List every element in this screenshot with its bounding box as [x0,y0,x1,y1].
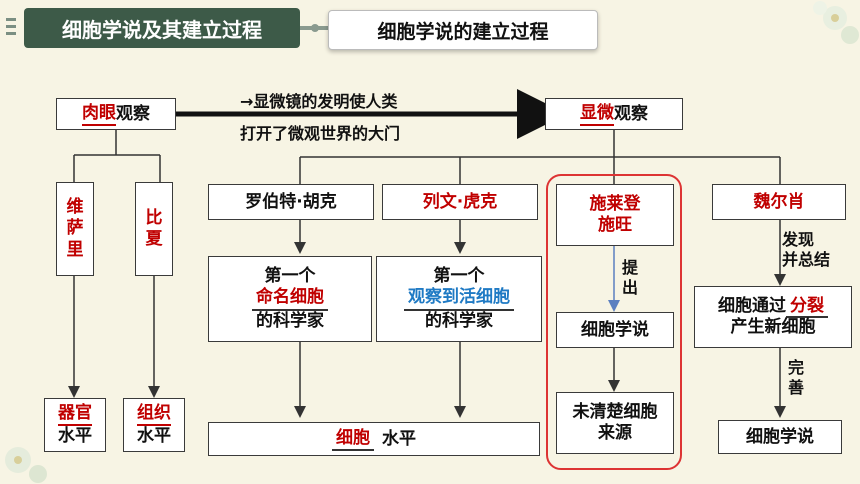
proposed-char: 出 [622,278,639,297]
hooke-name: 罗伯特·胡克 [245,191,337,212]
virchow-box: 魏尔肖 [712,184,846,220]
observation-label: 观察 [614,103,648,124]
summarized-line: 并总结 [782,250,831,269]
named-cell-label: 命名细胞 [252,287,328,311]
leeuwenhoek-achievement-box: 第一个 观察到活细胞 的科学家 [376,256,542,342]
microscope-invention-line2: 打开了微观世界的大门 [240,124,401,143]
perfected-char: 善 [788,378,805,397]
flower-decoration-bottom-left [5,447,47,483]
unclear-line2: 来源 [598,423,632,443]
cell-level-box: 细胞 水平 [208,422,540,456]
tissue-level-box: 组织 水平 [123,398,185,452]
naked-eye-label: 肉眼 [82,102,116,127]
bichat-char: 夏 [145,229,163,249]
section-title: 细胞学说及其建立过程 [24,8,300,48]
first-label: 第一个 [433,266,485,287]
flower-decoration-top-right [813,1,859,44]
cell-theory-label: 细胞学说 [746,426,814,447]
schwann-name: 施旺 [598,215,632,235]
observed-living-cell-label: 观察到活细胞 [404,287,514,311]
organ-level-box: 器官 水平 [44,398,106,452]
observation-label: 观察 [116,103,150,124]
schleiden-name: 施莱登 [589,193,641,214]
cell-theory-label: 细胞学说 [581,319,649,340]
cell-theory-box-virchow: 细胞学说 [718,420,842,454]
hooke-achievement-box: 第一个 命名细胞 的科学家 [208,256,372,342]
level-label: 水平 [137,426,171,446]
virchow-name: 魏尔肖 [753,191,805,212]
cell-theory-box-schleiden: 细胞学说 [556,312,674,348]
header-menu-icon [6,18,16,35]
organ-label: 器官 [58,403,92,426]
microscope-invention-line1: →显微镜的发明使人类 [240,92,398,111]
level-label: 水平 [382,428,416,449]
vesalius-char: 维 [66,197,84,218]
cell-division-box: 细胞通过分裂 产生新细胞 [694,286,852,348]
vesalius-char: 里 [66,239,84,260]
division-label: 分裂 [786,295,828,318]
microscope-label: 显微 [580,102,614,127]
proposed-char: 提 [622,258,639,277]
bichat-box: 比 夏 [135,182,173,276]
proposed-label: 提 出 [622,258,638,298]
section-subtitle: 细胞学说的建立过程 [328,10,598,50]
leeuwenhoek-box: 列文·虎克 [382,184,538,220]
new-cell-label: 产生新细胞 [730,317,816,337]
microscope-observation-box: 显微 观察 [545,98,683,130]
first-label: 第一个 [264,266,316,287]
unclear-line1: 未清楚细胞 [572,401,658,422]
cell-label: 细胞 [332,427,374,452]
perfected-char: 完 [788,358,805,377]
schleiden-schwann-box: 施莱登 施旺 [556,184,674,246]
vesalius-char: 萨 [66,218,84,239]
scientist-label: 的科学家 [425,310,493,331]
vesalius-box: 维 萨 里 [56,182,94,276]
division-prefix: 细胞通过 [718,295,786,316]
header-connector-icon [300,24,330,32]
naked-eye-observation-box: 肉眼 观察 [56,98,176,130]
perfected-label: 完 善 [788,358,804,398]
leeuwenhoek-name: 列文·虎克 [422,191,498,212]
level-label: 水平 [58,426,92,446]
hooke-box: 罗伯特·胡克 [208,184,374,220]
found-line: 发现 [782,230,815,249]
scientist-label: 的科学家 [256,310,324,331]
found-summarized-label: 发现 并总结 [782,230,830,270]
tissue-label: 组织 [137,403,171,426]
bichat-char: 比 [145,207,163,228]
unclear-origin-box: 未清楚细胞 来源 [556,392,674,454]
